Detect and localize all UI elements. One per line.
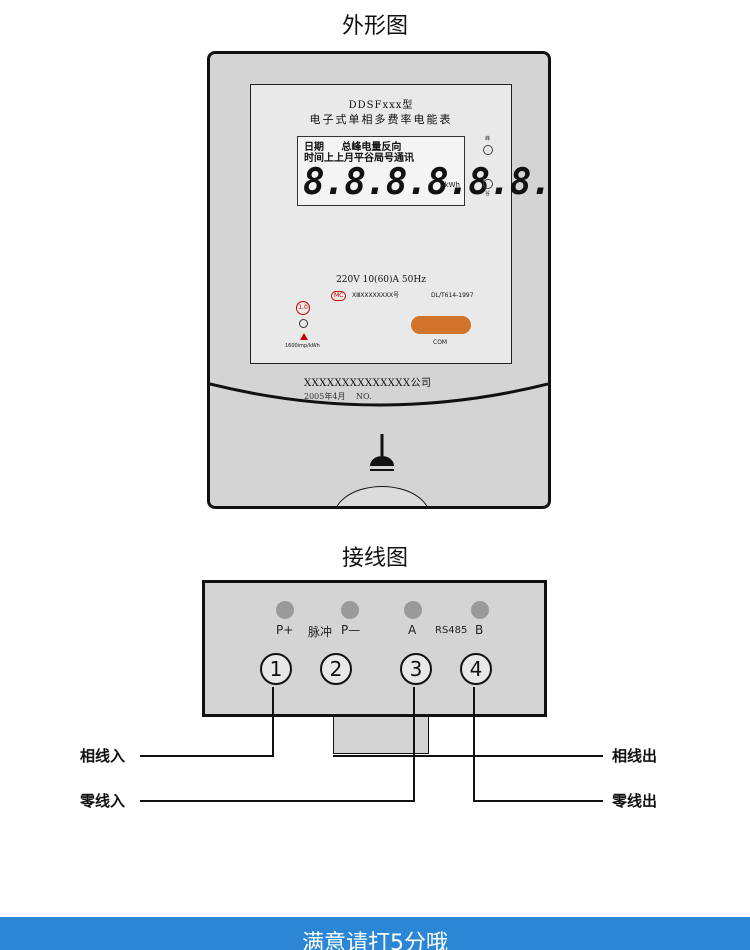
p-plus-label: P+ bbox=[276, 623, 294, 637]
peak-label: 峰 bbox=[485, 136, 491, 142]
lcd-labels: 日期 总峰电量反向 时间上上月平谷局号通讯 bbox=[304, 142, 414, 164]
com-label: COM bbox=[433, 339, 448, 346]
a-led-icon bbox=[404, 601, 422, 619]
meter-nameplate: DDSFxxx型 电子式单相多费率电能表 日期 总峰电量反向 时间上上月平谷局号… bbox=[250, 84, 548, 401]
rs485-label: RS485 bbox=[435, 625, 468, 636]
standard-number: DL/T614-1997 bbox=[431, 292, 474, 299]
p-minus-led-icon bbox=[341, 601, 359, 619]
wire-terminal-1 bbox=[272, 687, 274, 757]
energy-meter: DDSFxxx型 电子式单相多费率电能表 日期 总峰电量反向 时间上上月平谷局号… bbox=[207, 51, 551, 509]
date-prefix: 2005年4月 bbox=[304, 392, 346, 401]
pulse-led-icon bbox=[299, 319, 308, 328]
lcd-digits: 8.8.8.8.8.8. bbox=[303, 162, 551, 203]
terminal-block: P+ 脉冲 P— A RS485 B 1 2 3 4 bbox=[202, 580, 547, 717]
neutral-out-label: 零线出 bbox=[612, 792, 658, 810]
lcd-display: 日期 总峰电量反向 时间上上月平谷局号通讯 8.8.8.8.8.8. kWh bbox=[297, 136, 548, 206]
meter-name: 电子式单相多费率电能表 bbox=[309, 113, 453, 126]
valley-led-icon bbox=[483, 179, 493, 189]
com-port bbox=[411, 316, 471, 334]
wire-phase-out bbox=[333, 755, 603, 757]
valley-label: 谷 bbox=[485, 191, 491, 197]
manufacture-date: 2005年4月 NO. bbox=[304, 391, 372, 402]
ground-symbol-icon bbox=[370, 434, 394, 471]
wire-neutral-in bbox=[140, 800, 415, 802]
p-minus-label: P— bbox=[341, 623, 361, 637]
company-name: XXXXXXXXXXXXXX公司 bbox=[304, 378, 432, 389]
wire-terminal-4 bbox=[473, 687, 475, 802]
banner-text: 满意请打5分哦 bbox=[302, 931, 448, 950]
b-label: B bbox=[475, 623, 484, 637]
wire-neutral-out bbox=[473, 800, 603, 802]
b-led-icon bbox=[471, 601, 489, 619]
rating-banner: 满意请打5分哦 bbox=[0, 917, 750, 950]
cover-seam bbox=[210, 382, 548, 407]
phase-in-label: 相线入 bbox=[80, 747, 126, 765]
pulse-triangle-icon bbox=[300, 333, 308, 340]
mc-mark: MC bbox=[331, 291, 347, 301]
phase-out-label: 相线出 bbox=[612, 747, 658, 765]
meter-model: DDSFxxx型 bbox=[348, 100, 414, 111]
terminal-1: 1 bbox=[260, 653, 292, 685]
impulse-constant: 1600imp/kWh bbox=[285, 343, 320, 349]
wire-terminal-3 bbox=[413, 687, 415, 802]
accuracy-class-badge: 1.0 bbox=[296, 301, 310, 315]
peak-led-icon bbox=[483, 145, 493, 155]
pulse-label: 脉冲 bbox=[308, 625, 333, 639]
wiring-title: 接线图 bbox=[341, 546, 408, 571]
wire-phase-in bbox=[140, 755, 274, 757]
terminal-2: 2 bbox=[320, 653, 352, 685]
appearance-title: 外形图 bbox=[341, 14, 408, 39]
rating-spec: 220V 10(60)A 50Hz bbox=[336, 275, 426, 285]
terminal-4: 4 bbox=[460, 653, 492, 685]
a-label: A bbox=[408, 623, 417, 637]
neutral-in-label: 零线入 bbox=[80, 792, 126, 810]
certificate-number: XⅢXXXXXXXX号 bbox=[352, 292, 400, 299]
lcd-unit: kWh bbox=[444, 181, 460, 189]
p-plus-led-icon bbox=[276, 601, 294, 619]
seal-arc bbox=[334, 486, 430, 506]
terminal-3: 3 bbox=[400, 653, 432, 685]
serial-label: NO. bbox=[356, 392, 372, 401]
